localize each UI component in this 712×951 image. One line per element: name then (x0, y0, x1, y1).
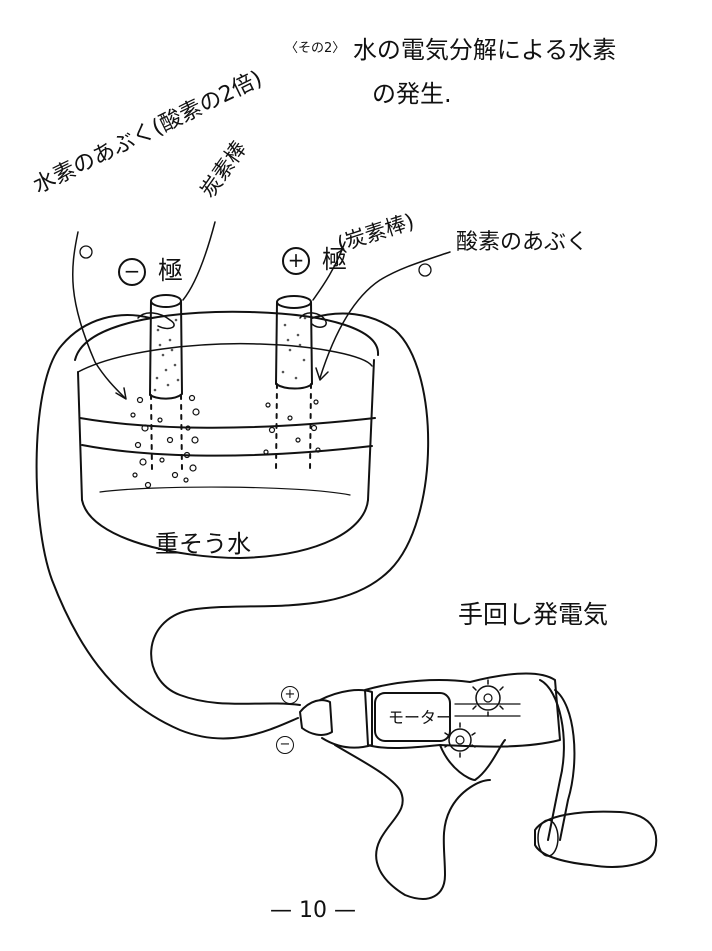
beaker-left-wall (77, 371, 83, 501)
label-negative-pole: −極 (118, 258, 183, 286)
plus-circle-icon: + (282, 247, 310, 275)
beaker-right-wall (367, 359, 375, 501)
page-number: — 10 — (270, 898, 356, 923)
wire-positive-coil (299, 312, 327, 328)
title-main: 水の電気分解による水素 (352, 36, 617, 64)
pointer-oxygen (319, 251, 451, 379)
beaker-top-rim (74, 310, 380, 361)
wire-negative (35, 314, 299, 740)
title-tag: 〈その2〉 (285, 41, 346, 56)
wire-positive (150, 312, 430, 706)
beaker-water-surface (77, 342, 373, 373)
positive-pole-text: 極 (322, 245, 348, 274)
beaker-water-line (79, 417, 376, 429)
pointer-hydrogen-arrow (115, 387, 127, 400)
label-positive-pole: +極 (282, 247, 347, 275)
beaker-water-line-2 (81, 444, 373, 457)
label-water: 重そう水 (155, 530, 251, 558)
hand-generator (299, 672, 658, 900)
diagram-title-line2: の発生. (372, 80, 452, 108)
beaker-inner-bottom (99, 486, 351, 496)
beaker-bottom (81, 499, 369, 559)
pointer-rod-left (182, 221, 216, 301)
hydrogen-bubbles (130, 394, 200, 489)
minus-circle-icon: − (118, 258, 146, 286)
left-carbon-rod (149, 294, 183, 471)
oxygen-bubbles (263, 399, 321, 455)
pointer-hydrogen (72, 231, 126, 399)
negative-pole-text: 極 (158, 256, 184, 285)
label-generator: 手回し発電気 (458, 600, 609, 629)
label-oxygen-bubbles: 酸素のあぶく (456, 230, 589, 255)
terminal-minus-icon: − (276, 736, 294, 754)
pointer-rod-right (312, 241, 346, 301)
right-carbon-rod (275, 295, 313, 471)
wire-negative-coil (137, 312, 175, 330)
terminal-plus-icon: + (281, 686, 299, 704)
diagram-title-line1: 〈その2〉 水の電気分解による水素 (285, 38, 616, 62)
pointer-oxygen-arrow (315, 367, 329, 381)
label-motor: モーター (388, 708, 453, 727)
